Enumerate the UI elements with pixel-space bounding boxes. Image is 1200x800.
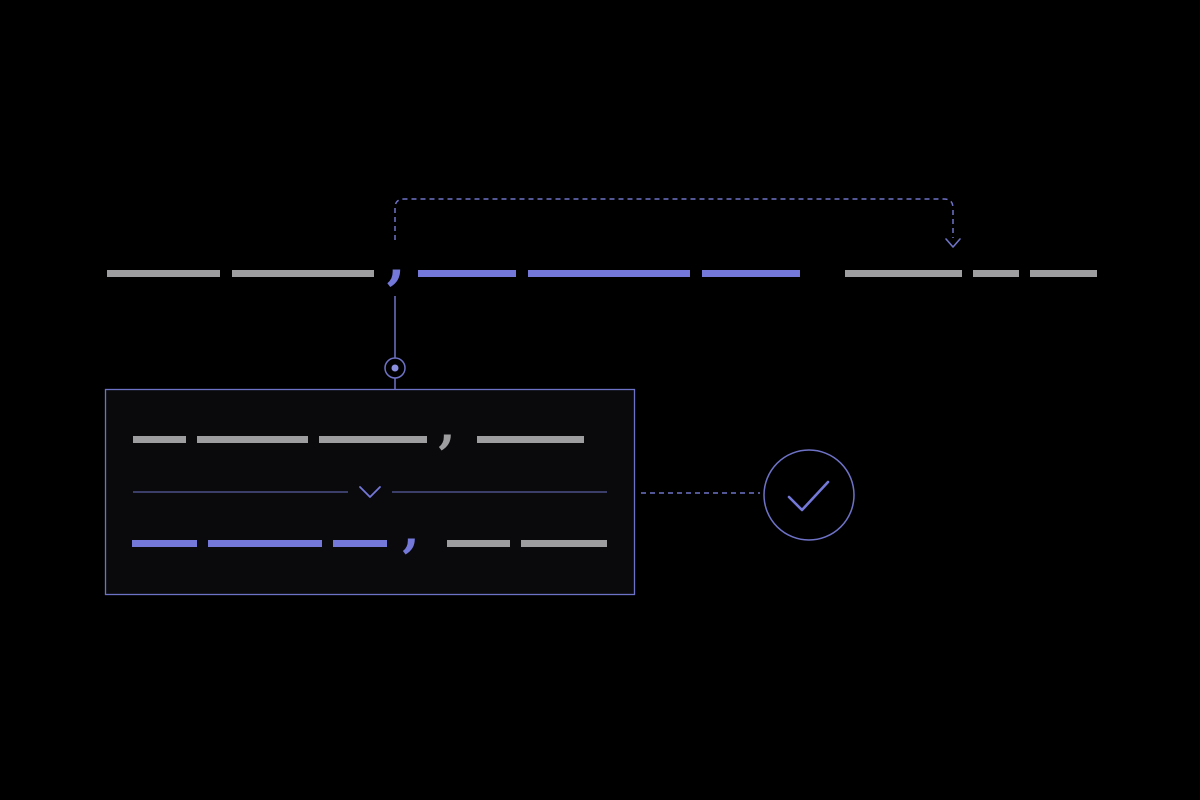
box-comma-bottom: ,	[402, 499, 419, 558]
word-bar-highlight	[418, 270, 516, 277]
corrected-sentence	[132, 540, 607, 547]
word-bar-highlight	[132, 540, 197, 547]
word-bar	[973, 270, 1019, 277]
word-bar	[197, 436, 308, 443]
word-bar	[447, 540, 510, 547]
word-bar	[232, 270, 374, 277]
word-bar	[521, 540, 607, 547]
box-comma-top: ,	[438, 395, 455, 454]
word-bar-highlight	[528, 270, 690, 277]
sentence-line	[107, 270, 1097, 277]
word-bar	[845, 270, 962, 277]
word-bar-highlight	[333, 540, 387, 547]
check-icon	[787, 480, 830, 512]
jump-connector	[394, 198, 954, 240]
word-bar-highlight	[702, 270, 800, 277]
arrow-down-icon	[945, 238, 961, 248]
check-circle-icon	[763, 449, 855, 541]
word-bar	[133, 436, 186, 443]
original-sentence	[133, 436, 584, 443]
word-bar	[477, 436, 584, 443]
word-bar	[1030, 270, 1097, 277]
word-bar	[107, 270, 220, 277]
main-comma: ,	[387, 227, 406, 291]
circle-dot-icon	[384, 357, 406, 379]
chevron-down-icon	[359, 486, 381, 498]
word-bar	[319, 436, 427, 443]
word-bar-highlight	[208, 540, 322, 547]
